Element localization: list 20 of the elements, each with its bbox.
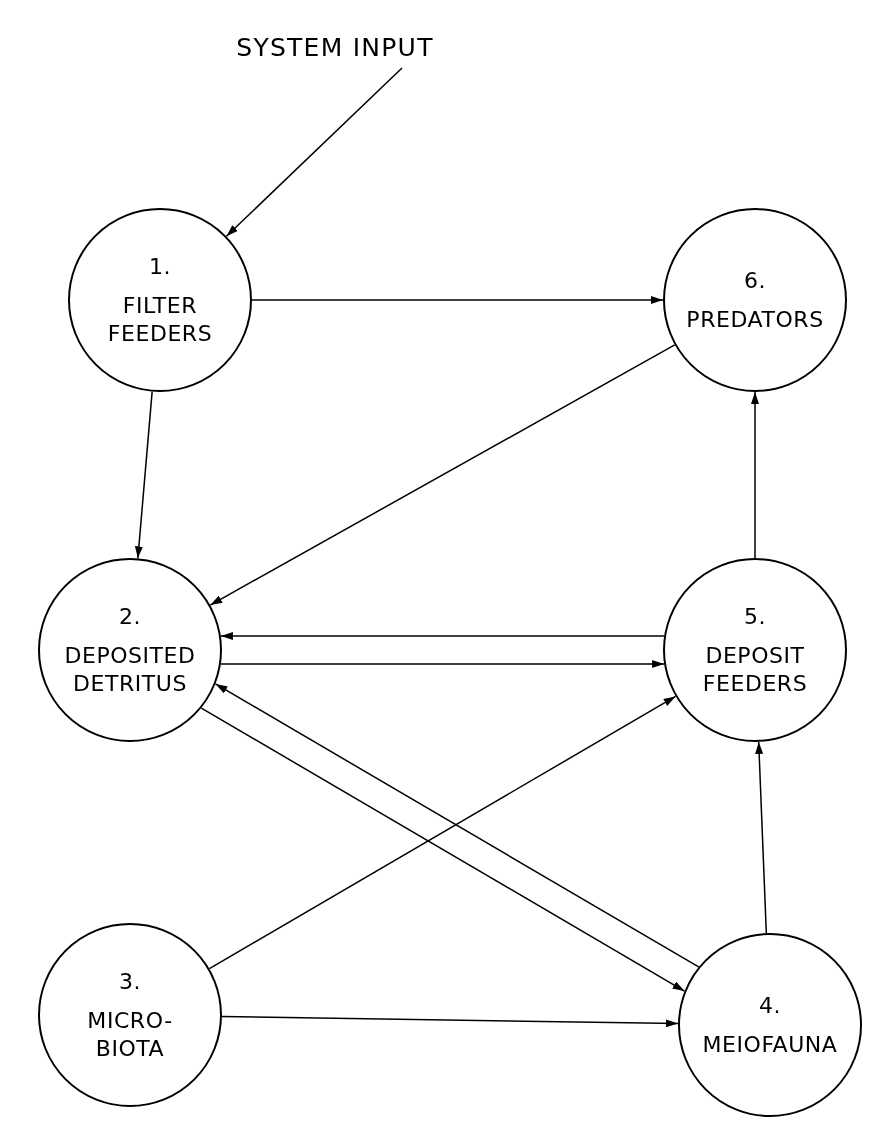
node-number: 4. <box>758 991 782 1019</box>
node-label: DEPOSIT FEEDERS <box>701 642 809 698</box>
arrow <box>755 741 768 934</box>
node-number: 1. <box>148 252 172 281</box>
arrow <box>251 296 664 304</box>
arrow <box>134 390 153 560</box>
node-label: MEIOFAUNA <box>702 1031 838 1059</box>
node-label: DEPOSITED DETRITUS <box>63 642 197 698</box>
node-label: PREDATORS <box>686 306 824 334</box>
node-label: FILTER FEEDERS <box>106 292 214 348</box>
arrow <box>209 344 676 606</box>
arrow <box>221 1015 679 1028</box>
arrow <box>751 391 759 559</box>
node-number: 5. <box>743 602 767 631</box>
node-label: MICRO- BIOTA <box>86 1007 174 1063</box>
arrow <box>225 67 403 238</box>
input-label: SYSTEM INPUT <box>205 28 465 68</box>
node-number: 3. <box>118 967 142 996</box>
node-number: 6. <box>743 266 767 294</box>
node-number: 2. <box>118 602 142 631</box>
